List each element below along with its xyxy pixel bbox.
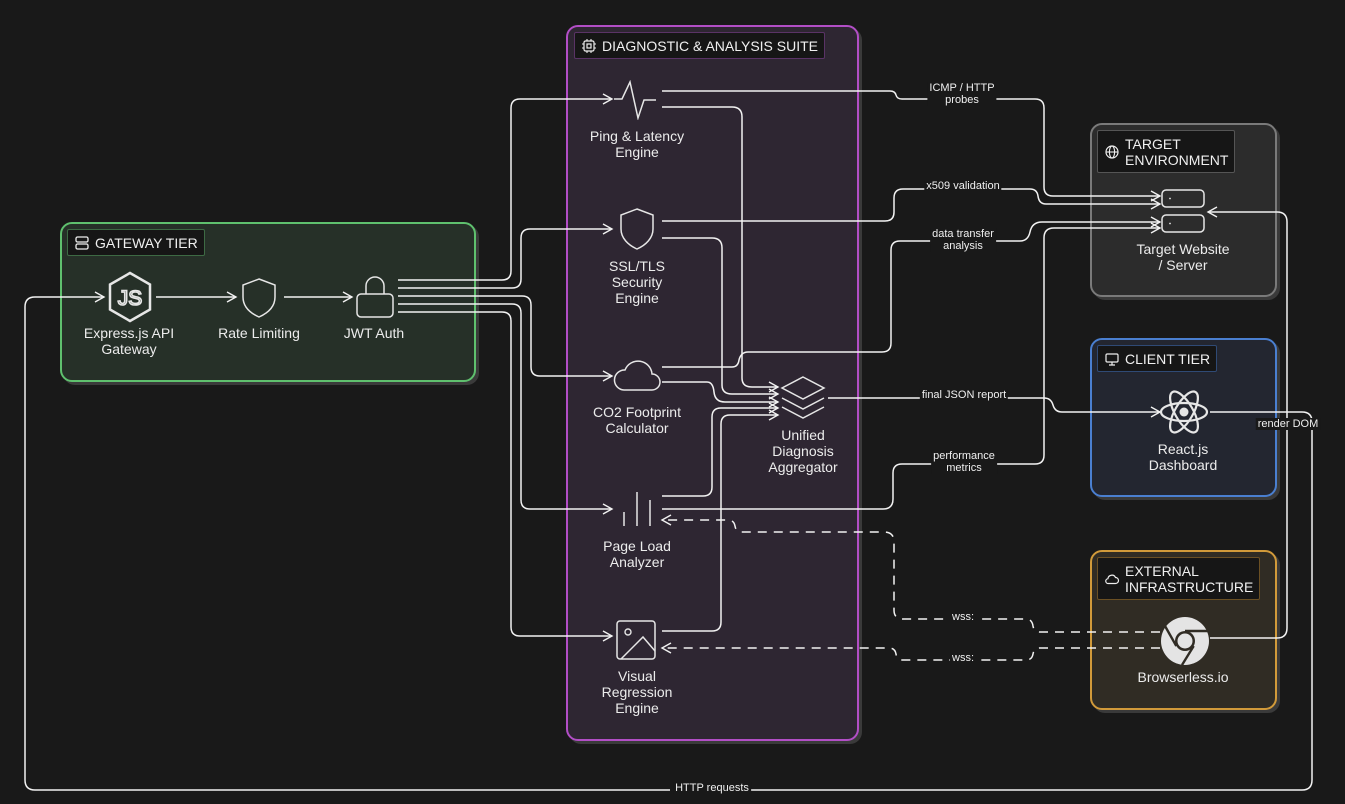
browserless-label: Browserless.io — [1137, 669, 1229, 685]
target-environment-title-line1: TARGET — [1125, 136, 1181, 152]
ssl-label-line2: Security — [611, 274, 663, 290]
edge-pageload-to-aggregator — [662, 402, 780, 497]
external-infrastructure-title-line1: EXTERNAL — [1125, 563, 1199, 579]
edge-label-transfer-line1: data transfer — [932, 228, 994, 240]
diagnostic-suite-title: DIAGNOSTIC & ANALYSIS SUITE — [602, 38, 819, 54]
nodejs-icon[interactable]: JS — [106, 271, 154, 323]
visual-label-line3: Engine — [615, 700, 659, 716]
edge-visual-to-aggregator — [662, 409, 780, 632]
target-label-line2: / Server — [1158, 257, 1208, 273]
target-label-line1: Target Website — [1136, 241, 1230, 257]
svg-text:JS: JS — [118, 287, 143, 310]
aggregator-label-line2: Diagnosis — [772, 443, 834, 459]
client-tier-title: CLIENT TIER — [1125, 351, 1211, 367]
chrome-icon[interactable] — [1160, 616, 1210, 666]
server-icon — [75, 236, 89, 250]
edge-co2-to-aggregator — [662, 381, 780, 408]
edge-jwt-to-visual — [398, 311, 614, 642]
edge-ping-to-aggregator — [662, 106, 780, 393]
edge-label-x509: x509 validation — [924, 180, 1002, 192]
edge-label-wss-1: wss: — [950, 611, 976, 623]
rate-limit-shield-icon[interactable] — [240, 277, 278, 319]
diagnostic-suite-label: DIAGNOSTIC & ANALYSIS SUITE — [574, 32, 826, 59]
target-server-label: Target Website/ Server — [1136, 241, 1229, 273]
edge-label-transfer-line2: analysis — [943, 240, 983, 252]
gateway-tier-label: GATEWAY TIER — [67, 229, 205, 256]
external-infrastructure-title-line2: INFRASTRUCTURE — [1125, 579, 1254, 595]
edge-label-http-requests: HTTP requests — [673, 782, 751, 794]
edge-jwt-to-ping — [398, 93, 614, 281]
ssl-label-line3: Engine — [615, 290, 659, 306]
edge-label-icmp-line2: probes — [945, 94, 979, 106]
edge-label-perf-line2: metrics — [946, 462, 982, 474]
ping-label-line1: Ping & Latency — [589, 128, 685, 144]
edge-ssl-to-aggregator — [662, 237, 780, 400]
visual-label-line2: Regression — [601, 684, 673, 700]
edge-jwt-to-ssl — [398, 223, 614, 289]
target-environment-title-line2: ENVIRONMENT — [1125, 152, 1229, 168]
ping-label-line2: Engine — [615, 144, 659, 160]
client-tier-label: CLIENT TIER — [1097, 345, 1218, 372]
cpu-chip-icon — [582, 39, 596, 53]
aggregator-label-line1: Unified — [781, 427, 825, 443]
pageload-label-line2: Analyzer — [609, 554, 665, 570]
express-label-line2: Gateway — [101, 341, 157, 357]
edge-ssl-to-target — [662, 188, 1162, 222]
globe-icon — [1105, 145, 1119, 159]
pageload-label-line1: Page Load — [603, 538, 671, 554]
co2-cloud-icon[interactable] — [612, 356, 662, 394]
react-icon[interactable] — [1158, 387, 1210, 437]
layers-icon[interactable] — [778, 374, 828, 422]
ssl-label-line1: SSL/TLS — [608, 258, 666, 274]
gateway-tier-title: GATEWAY TIER — [95, 235, 198, 251]
edge-co2-to-target — [662, 216, 1162, 368]
edge-label-icmp-line1: ICMP / HTTP — [929, 82, 995, 94]
edge-ping-to-target — [662, 90, 1162, 202]
aggregator-label-line3: Aggregator — [768, 459, 838, 475]
edge-aggregator-to-react — [828, 397, 1162, 418]
image-icon[interactable] — [615, 619, 659, 663]
react-label-line1: React.js — [1157, 441, 1209, 457]
express-label-line1: Express.js API — [83, 325, 175, 341]
cloud-icon — [1105, 574, 1120, 585]
pulse-icon[interactable] — [612, 80, 662, 120]
lock-icon[interactable] — [354, 274, 396, 320]
edge-jwt-to-pageload — [398, 303, 614, 515]
edge-label-wss-2: wss: — [950, 652, 976, 664]
bar-chart-icon[interactable] — [620, 490, 660, 530]
ssl-shield-icon[interactable] — [618, 207, 656, 251]
edge-wss-browserless-pageload — [660, 514, 1160, 633]
edge-pageload-to-target — [662, 222, 1162, 510]
edge-label-final-json: final JSON report — [919, 389, 1009, 401]
react-label-line2: Dashboard — [1148, 457, 1218, 473]
visual-label-line1: Visual — [618, 668, 656, 684]
monitor-icon — [1105, 353, 1119, 366]
target-server-icon[interactable] — [1160, 188, 1206, 236]
edge-jwt-to-co2 — [398, 295, 614, 382]
edge-label-render-dom: render DOM — [1255, 418, 1321, 430]
co2-label-line2: Calculator — [605, 420, 669, 436]
rate-limiting-label: Rate Limiting — [218, 325, 300, 341]
jwt-auth-label: JWT Auth — [343, 325, 405, 341]
edge-react-to-target — [750, 411, 1313, 791]
edge-wss-browserless-visual — [660, 642, 1160, 661]
co2-label-line1: CO2 Footprint — [593, 404, 681, 420]
edge-label-perf-line1: performance — [933, 450, 995, 462]
edge-http-to-express — [24, 291, 670, 791]
